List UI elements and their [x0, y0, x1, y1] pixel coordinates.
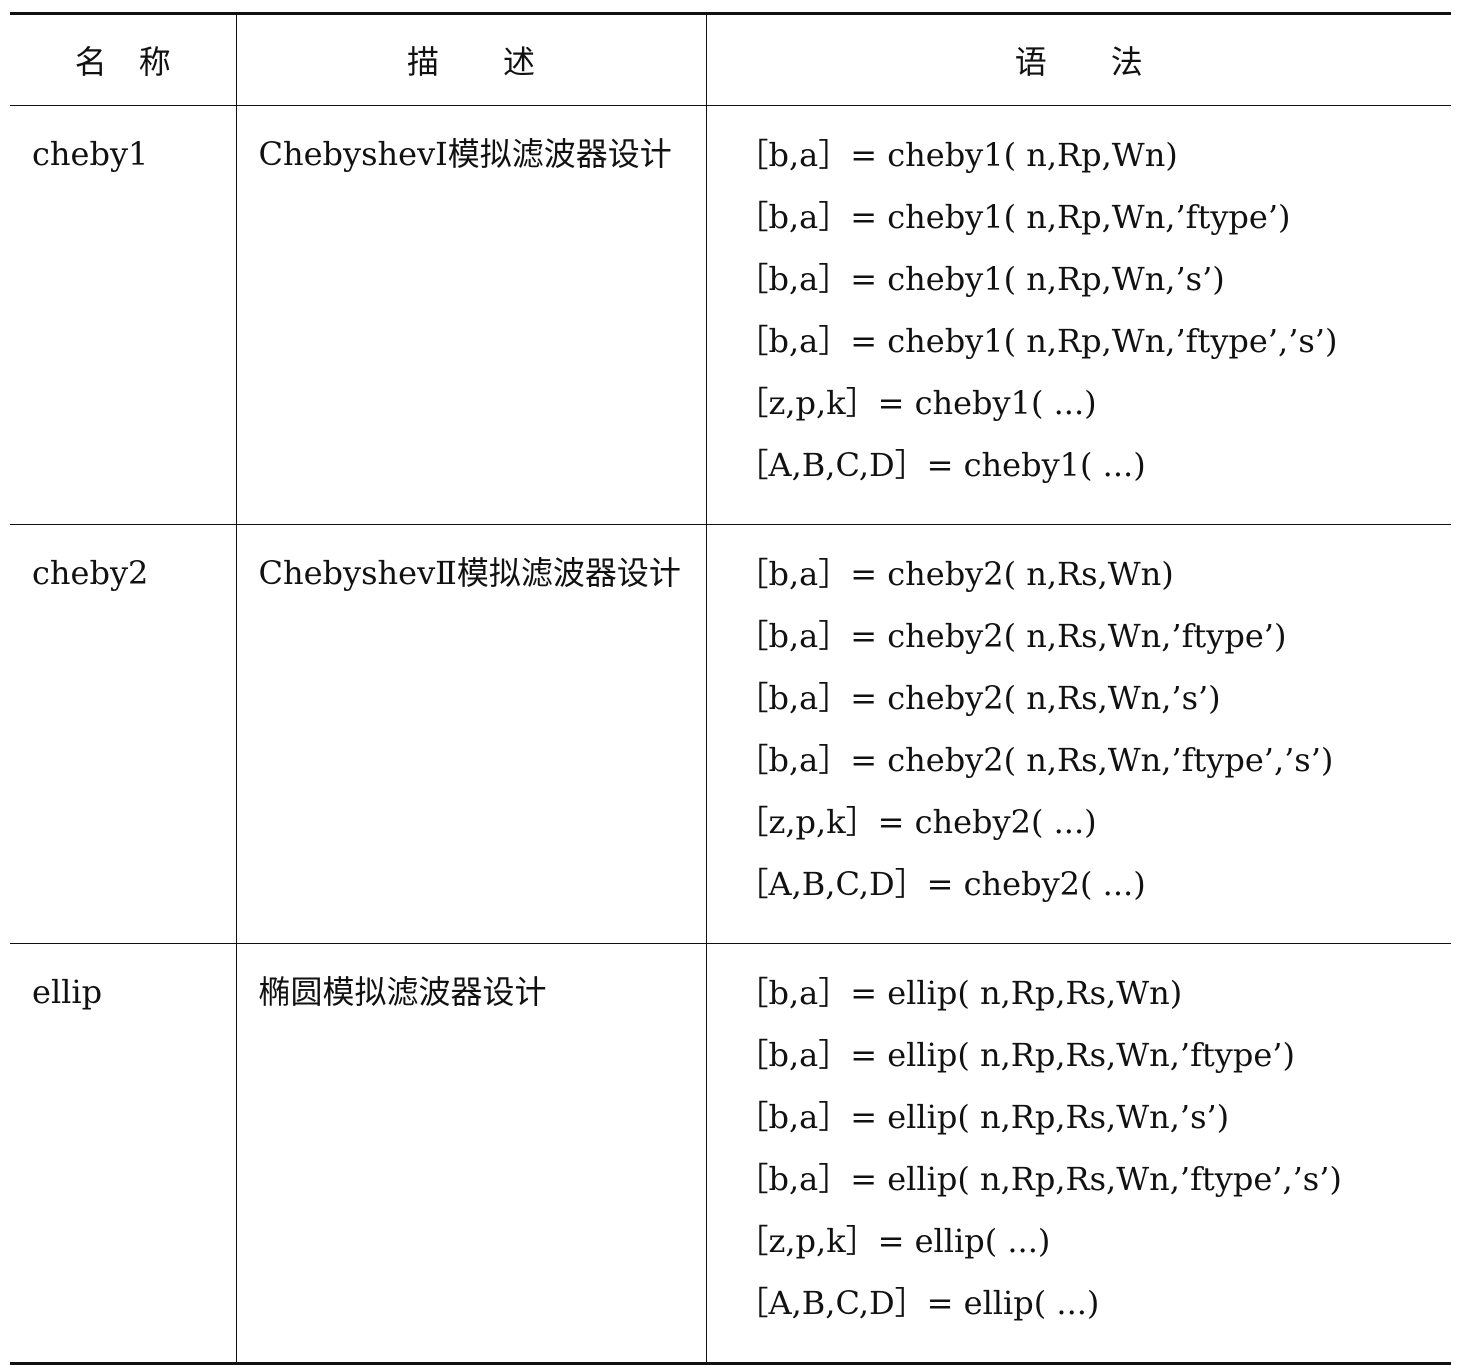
function-description: ChebyshevⅡ模拟滤波器设计: [235, 524, 706, 944]
table-row: cheby1 ChebyshevⅠ模拟滤波器设计 ［b,a］= cheby1( …: [10, 105, 1451, 525]
syntax-line: ［A,B,C,D］= cheby2( ...): [736, 865, 1146, 903]
header-name: 名 称: [74, 43, 171, 81]
table-row: ellip 椭圆模拟滤波器设计 ［b,a］= ellip( n,Rp,Rs,Wn…: [10, 943, 1451, 1364]
syntax-line: ［A,B,C,D］= ellip( ...): [736, 1284, 1100, 1322]
header-row: 名 称 描 述 语 法: [10, 13, 1451, 106]
function-name: ellip: [32, 973, 103, 1011]
description-text: 椭圆模拟滤波器设计: [258, 973, 547, 1011]
syntax-line: ［b,a］= ellip( n,Rp,Rs,Wn,’ftype’,’s’): [736, 1160, 1342, 1198]
function-description: 椭圆模拟滤波器设计: [235, 943, 706, 1364]
syntax-line: ［z,p,k］= cheby1( ...): [736, 384, 1097, 422]
syntax-line: ［A,B,C,D］= cheby1( ...): [736, 446, 1146, 484]
header-syntax: 语 法: [705, 13, 1451, 106]
function-description: ChebyshevⅠ模拟滤波器设计: [235, 105, 706, 525]
table-body: cheby1 ChebyshevⅠ模拟滤波器设计 ［b,a］= cheby1( …: [10, 105, 1451, 1364]
syntax-line: ［b,a］= cheby2( n,Rs,Wn): [736, 555, 1174, 593]
function-syntax: ［b,a］= ellip( n,Rp,Rs,Wn) ［b,a］= ellip( …: [705, 943, 1451, 1364]
function-name: cheby1: [32, 135, 149, 173]
syntax-line: ［b,a］= cheby2( n,Rs,Wn,’s’): [736, 679, 1221, 717]
syntax-line: ［z,p,k］= ellip( ...): [736, 1222, 1051, 1260]
syntax-line: ［b,a］= cheby1( n,Rp,Wn,’s’): [736, 260, 1225, 298]
syntax-line: ［b,a］= ellip( n,Rp,Rs,Wn,’s’): [736, 1098, 1230, 1136]
table-header: 名 称 描 述 语 法: [10, 13, 1451, 106]
syntax-line: ［b,a］= cheby1( n,Rp,Wn,’ftype’): [736, 198, 1291, 236]
filter-function-table: 名 称 描 述 语 法 cheby1 ChebyshevⅠ模拟滤波器设计 ［b,…: [10, 12, 1451, 1365]
syntax-line: ［z,p,k］= cheby2( ...): [736, 803, 1097, 841]
syntax-line: ［b,a］= cheby1( n,Rp,Wn,’ftype’,’s’): [736, 322, 1338, 360]
table-row: cheby2 ChebyshevⅡ模拟滤波器设计 ［b,a］= cheby2( …: [10, 524, 1451, 944]
syntax-line: ［b,a］= ellip( n,Rp,Rs,Wn): [736, 974, 1183, 1012]
syntax-line: ［b,a］= cheby1( n,Rp,Wn): [736, 136, 1178, 174]
syntax-line: ［b,a］= cheby2( n,Rs,Wn,’ftype’): [736, 617, 1287, 655]
description-text: ChebyshevⅠ模拟滤波器设计: [258, 135, 672, 173]
function-syntax: ［b,a］= cheby2( n,Rs,Wn) ［b,a］= cheby2( n…: [705, 524, 1451, 944]
description-text: ChebyshevⅡ模拟滤波器设计: [258, 554, 681, 592]
function-syntax: ［b,a］= cheby1( n,Rp,Wn) ［b,a］= cheby1( n…: [705, 105, 1451, 525]
syntax-line: ［b,a］= ellip( n,Rp,Rs,Wn,’ftype’): [736, 1036, 1295, 1074]
function-name: cheby2: [32, 554, 149, 592]
syntax-line: ［b,a］= cheby2( n,Rs,Wn,’ftype’,’s’): [736, 741, 1334, 779]
header-description: 描 述: [235, 13, 706, 106]
